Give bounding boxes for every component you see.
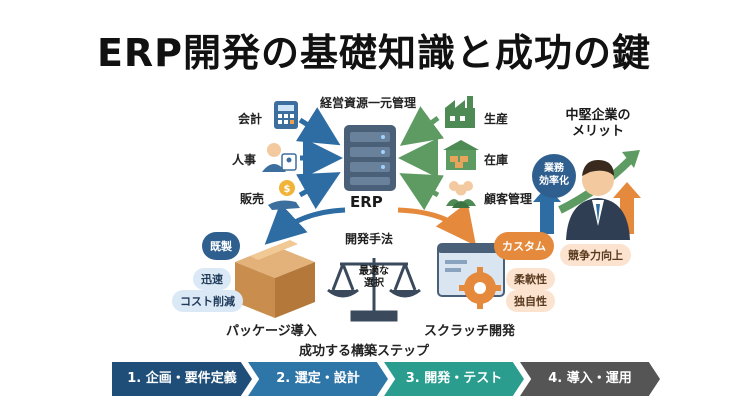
person-id-icon: [262, 143, 297, 172]
package-box-icon: [235, 240, 315, 318]
step-3: 3. 開発・テスト: [384, 362, 524, 396]
arrow-to-scratch: [397, 202, 477, 246]
scratch-label: スクラッチ開発: [424, 324, 516, 339]
step-1: 1. 企画・要件定義: [112, 362, 252, 396]
money-hand-icon: $: [268, 180, 300, 210]
tag-custom: カスタム: [494, 232, 554, 260]
pill-flexibility: 柔軟性: [506, 268, 555, 290]
item-sales: 販売: [240, 192, 265, 206]
gear-icon: [459, 267, 501, 309]
steps-title: 成功する構築ステップ: [299, 344, 430, 359]
item-accounting: 会計: [238, 112, 263, 126]
step-4: 4. 導入・運用: [520, 362, 660, 396]
balance-scale-icon: [327, 258, 421, 322]
businessman-icon: [566, 160, 630, 240]
item-customer: 顧客管理: [484, 192, 533, 206]
erp-label: ERP: [350, 193, 383, 211]
item-inventory: 在庫: [484, 153, 509, 167]
pill-uniqueness: 独自性: [506, 290, 555, 312]
scale-label-line1: 最適な: [359, 266, 389, 277]
server-icon: [344, 125, 396, 191]
left-arrows: [295, 107, 343, 210]
efficiency-badge-line2: 効率化: [539, 176, 569, 187]
customers-icon: [446, 181, 476, 208]
methods-title: 開発手法: [345, 232, 394, 246]
scale-label-line2: 選択: [364, 278, 384, 289]
scale-label: 最適な 選択: [354, 266, 394, 290]
factory-icon: [445, 96, 475, 128]
efficiency-badge: 業務 効率化: [532, 154, 576, 198]
competitiveness-pill: 競争力向上: [560, 244, 631, 266]
item-hr: 人事: [232, 153, 257, 167]
item-production: 生産: [484, 112, 509, 126]
tag-ready-made: 既製: [202, 232, 240, 260]
pill-fast: 迅速: [193, 268, 231, 290]
midsize-title-line2: メリット: [571, 124, 624, 139]
midsize-title: 中堅企業の メリット: [552, 108, 644, 140]
step-2: 2. 選定・設計: [248, 362, 388, 396]
top-label: 経営資源一元管理: [320, 96, 417, 110]
midsize-title-line1: 中堅企業の: [565, 108, 631, 123]
arrow-to-package: [264, 202, 346, 245]
svg-text:$: $: [284, 184, 291, 195]
right-arrows: [398, 106, 445, 211]
pill-cost: コスト削減: [172, 290, 243, 312]
calculator-icon: [274, 101, 298, 129]
package-label: パッケージ導入: [226, 324, 317, 339]
warehouse-icon: [443, 140, 479, 170]
page-title: ERP開発の基礎知識と成功の鍵: [96, 31, 652, 75]
efficiency-badge-line1: 業務: [544, 163, 564, 174]
